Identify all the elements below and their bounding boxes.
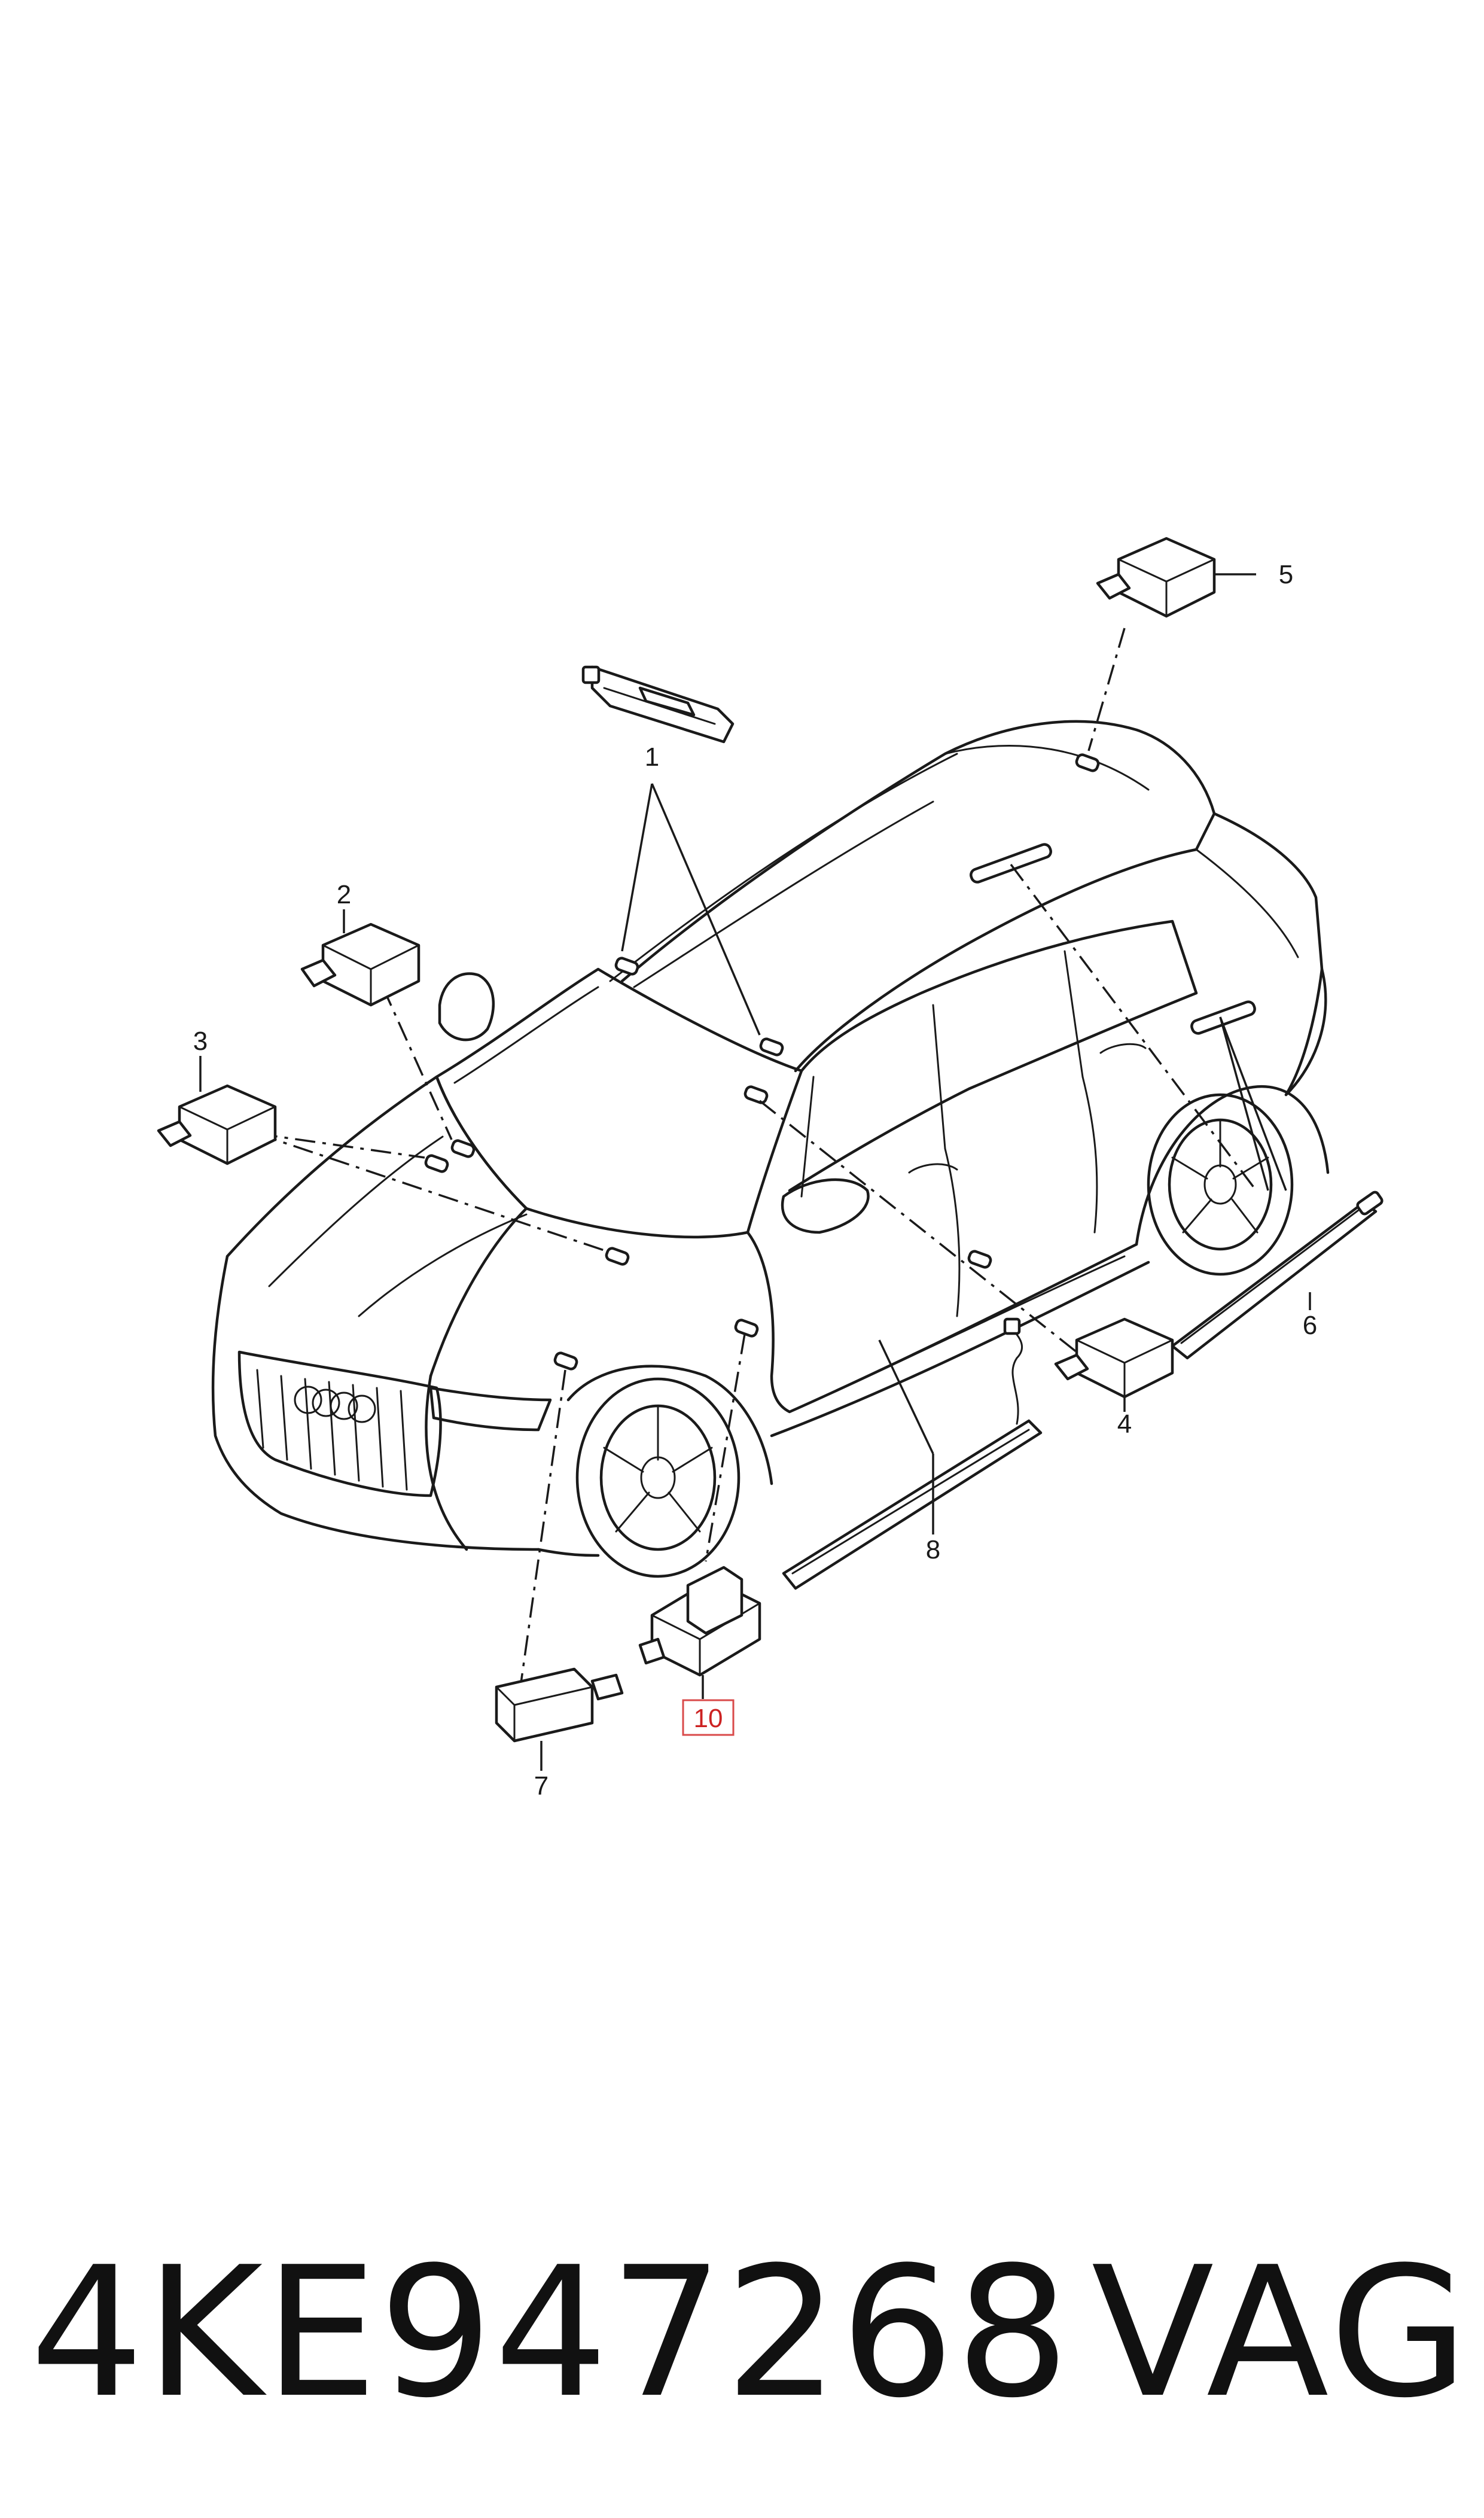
rear-wheel [1147, 1093, 1294, 1276]
part-5-module [1096, 537, 1216, 618]
callout-1: 1 [645, 742, 659, 772]
callout-10: 10 [694, 1704, 723, 1733]
part-4-module [1054, 1317, 1174, 1399]
callout-4: 4 [1117, 1409, 1132, 1439]
front-wheel [566, 1365, 773, 1578]
callout-5: 5 [1279, 560, 1293, 589]
part-1-interior-light [581, 665, 735, 744]
part-3-module [157, 1084, 277, 1165]
part-2-module [300, 922, 420, 1007]
part-number-label: 4KE947268 [30, 2228, 1071, 2437]
callout-7: 7 [534, 1771, 548, 1801]
callout-labels: 1 2 3 5 4 6 8 7 10 [193, 560, 1317, 1801]
brand-label: VAG [1091, 2228, 1472, 2437]
callout-3: 3 [193, 1027, 208, 1056]
part-7-sensor [495, 1667, 624, 1743]
installation-markers [424, 753, 1256, 1371]
car-illustration [211, 720, 1330, 1578]
leader-lines [257, 628, 1287, 1688]
part-8-sill-trim [782, 1317, 1043, 1590]
callout-2: 2 [337, 880, 351, 909]
callout-8: 8 [926, 1535, 940, 1564]
part-10-lamp-housing [638, 1566, 761, 1677]
part-6-sill-trim [1171, 1191, 1384, 1360]
callout-6: 6 [1303, 1311, 1317, 1340]
callout-10-highlight-box [682, 1699, 735, 1736]
